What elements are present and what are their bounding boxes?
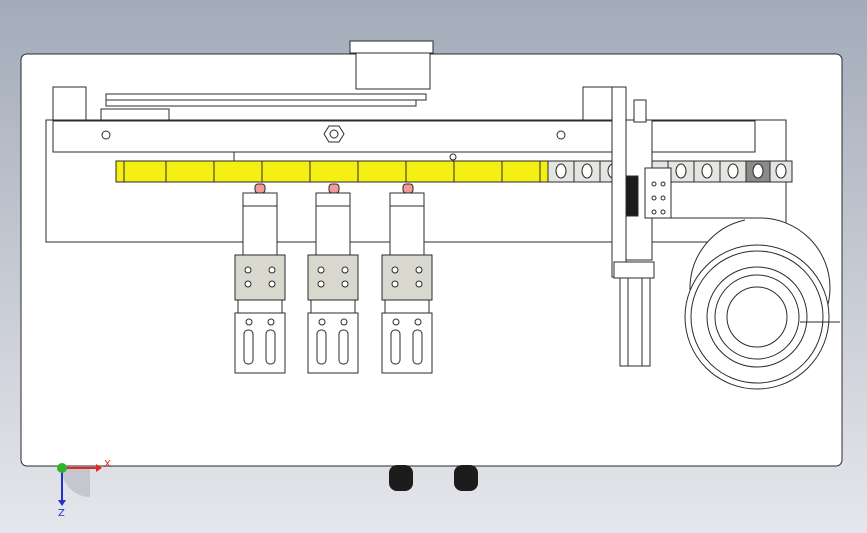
hex-nut-bore [329, 129, 339, 139]
connectors [389, 465, 478, 491]
tape-reel [668, 217, 840, 390]
z-axis-label: Z [58, 508, 65, 519]
vertical-slide [611, 86, 672, 367]
top-box [355, 52, 431, 90]
top-rail-upper [105, 93, 427, 101]
beam-hole-right [556, 130, 566, 140]
left-post [52, 86, 87, 122]
yellow-strip-dividers [123, 161, 541, 182]
terminal-slots [555, 163, 787, 179]
machine-model[interactable] [20, 40, 843, 467]
x-axis-label: X [104, 459, 111, 470]
top-rail-lower [105, 99, 417, 107]
top-small-block [100, 108, 170, 122]
cylinder-assembly-2 [307, 183, 359, 374]
cylinder-assembly-3 [381, 183, 433, 374]
top-box-cap [349, 40, 434, 54]
cylinder-assembly-1 [234, 183, 286, 374]
yellow-feed-strip [115, 160, 549, 183]
beam-small-pin [449, 153, 457, 161]
orientation-triad: X Z [57, 459, 111, 519]
beam-hole-left [101, 130, 111, 140]
